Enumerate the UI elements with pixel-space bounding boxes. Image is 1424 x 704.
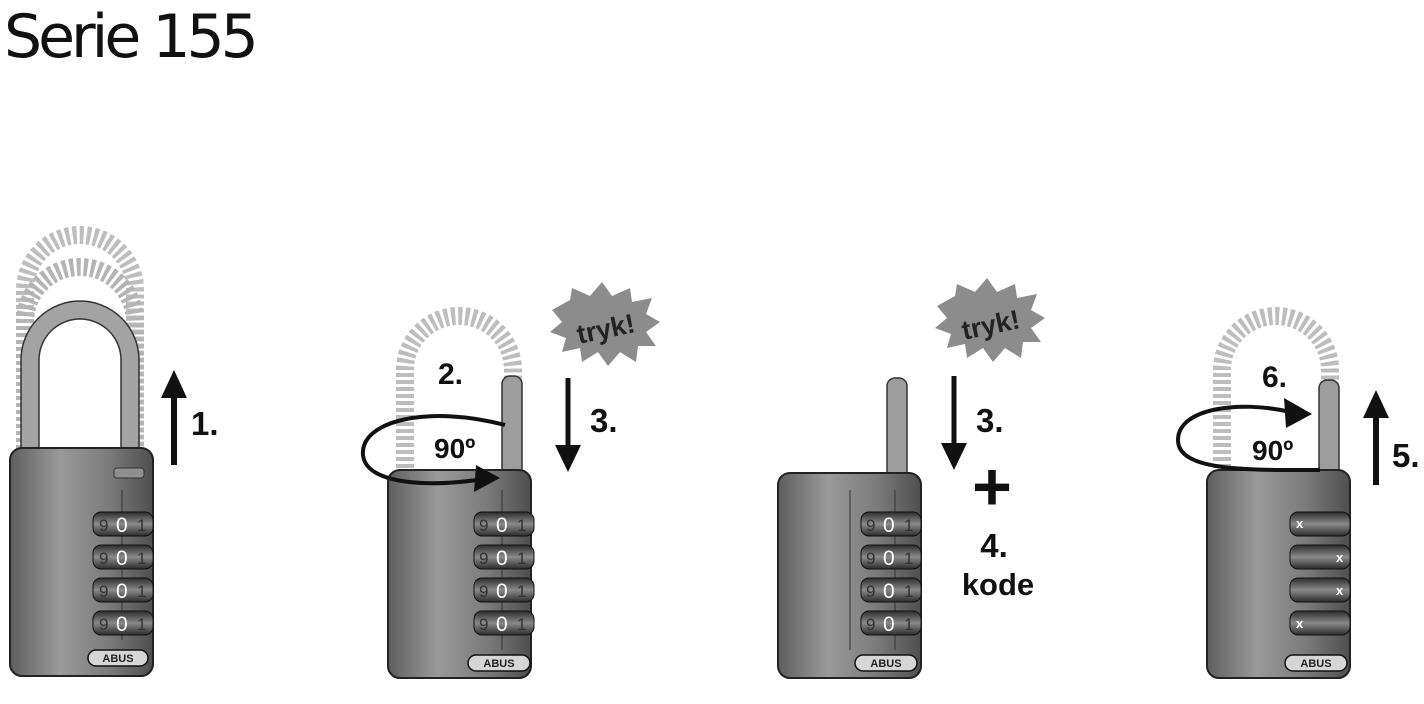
brand-logo: ABUS	[1284, 654, 1348, 672]
svg-text:9: 9	[99, 615, 108, 634]
svg-text:0: 0	[496, 613, 508, 636]
page-title: Serie 155	[4, 2, 259, 72]
svg-text:x: x	[1296, 516, 1304, 531]
svg-text:9: 9	[479, 582, 488, 601]
press-burst: tryk!	[935, 278, 1045, 362]
shackle-rotated-ghost	[1213, 307, 1339, 475]
svg-text:9: 9	[99, 516, 108, 535]
shackle	[21, 301, 139, 470]
svg-text:9: 9	[99, 582, 108, 601]
step-4-text: kode	[962, 567, 1034, 602]
svg-text:ABUS: ABUS	[870, 658, 901, 670]
svg-text:0: 0	[116, 514, 128, 537]
svg-text:0: 0	[116, 580, 128, 603]
svg-text:9: 9	[479, 549, 488, 568]
shackle-ghost-top	[15, 226, 144, 470]
step-2-label: 2.	[438, 358, 463, 391]
step-3-label: 3.	[590, 402, 618, 439]
lock-body	[1206, 469, 1351, 679]
svg-text:1: 1	[904, 582, 913, 601]
svg-text:1: 1	[517, 549, 526, 568]
svg-text:0: 0	[496, 514, 508, 537]
svg-text:1: 1	[904, 615, 913, 634]
svg-text:0: 0	[116, 613, 128, 636]
svg-text:ABUS: ABUS	[102, 653, 133, 665]
press-burst: tryk!	[550, 282, 660, 366]
svg-text:0: 0	[883, 613, 895, 636]
plus-icon: +	[972, 449, 1012, 525]
svg-text:x: x	[1336, 550, 1344, 565]
svg-text:9: 9	[479, 516, 488, 535]
svg-text:9: 9	[866, 615, 875, 634]
rotation-angle: 90º	[1252, 435, 1293, 466]
svg-text:9: 9	[866, 516, 875, 535]
svg-text:1: 1	[137, 516, 146, 535]
svg-text:ABUS: ABUS	[483, 658, 514, 670]
svg-text:0: 0	[496, 547, 508, 570]
shackle-ghost-middle	[15, 258, 144, 470]
svg-text:0: 0	[883, 514, 895, 537]
svg-text:1: 1	[904, 516, 913, 535]
svg-text:1: 1	[137, 549, 146, 568]
svg-text:0: 0	[496, 580, 508, 603]
dial-wheel[interactable]: x	[1289, 610, 1351, 636]
svg-text:x: x	[1296, 616, 1304, 631]
svg-text:0: 0	[883, 580, 895, 603]
svg-text:0: 0	[116, 547, 128, 570]
rotation-angle: 90º	[434, 433, 475, 464]
rotate-arrow-icon	[1175, 404, 1321, 473]
svg-text:9: 9	[99, 549, 108, 568]
step-6-label: 6.	[1262, 361, 1287, 394]
svg-text:1: 1	[137, 582, 146, 601]
svg-text:1: 1	[137, 615, 146, 634]
svg-text:1: 1	[517, 516, 526, 535]
lock-body	[387, 469, 532, 679]
dial-wheel[interactable]: x	[1289, 577, 1351, 603]
svg-text:1: 1	[904, 549, 913, 568]
rotate-arrow-icon	[360, 414, 506, 486]
step-3-label: 3.	[976, 402, 1004, 439]
brand-logo: ABUS	[467, 654, 531, 672]
step-5-6-panel: 6. 90º x x x x ABUS 5.	[1175, 307, 1420, 679]
svg-text:x: x	[1336, 583, 1344, 598]
svg-text:0: 0	[883, 547, 895, 570]
svg-text:9: 9	[479, 615, 488, 634]
brand-logo: ABUS	[854, 654, 918, 672]
step-1-label: 1.	[191, 405, 219, 442]
svg-text:1: 1	[517, 615, 526, 634]
step-5-label: 5.	[1392, 437, 1420, 474]
shackle-rotated-ghost	[396, 307, 522, 475]
svg-text:9: 9	[866, 582, 875, 601]
svg-text:ABUS: ABUS	[1300, 658, 1331, 670]
svg-text:1: 1	[517, 582, 526, 601]
dial-wheel[interactable]: x	[1289, 511, 1351, 537]
svg-text:9: 9	[866, 549, 875, 568]
brand-logo: ABUS	[87, 649, 149, 667]
dial-wheel[interactable]: x	[1289, 544, 1351, 570]
step-4-label: 4.	[980, 527, 1008, 564]
